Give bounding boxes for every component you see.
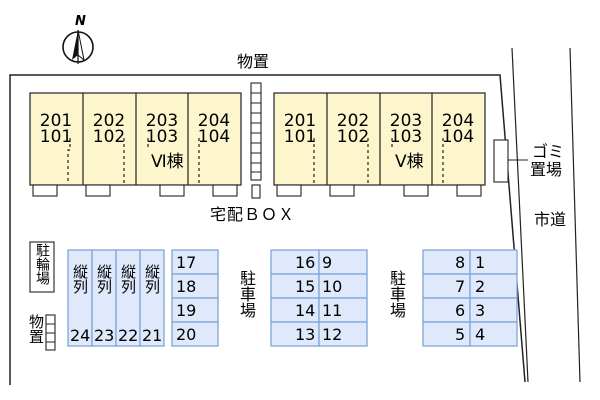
parking-lot-a [171, 249, 219, 347]
space-2: 2 [475, 277, 486, 296]
building-vi-name: Ⅵ棟 [150, 152, 185, 172]
vi-unit-102: 102 [92, 127, 126, 147]
trash-label-line2: 置場 [530, 160, 563, 179]
v-unit-101: 101 [283, 127, 317, 147]
storage-stack [250, 82, 262, 199]
space-14: 14 [295, 301, 316, 320]
vi-unit-202: 202 [92, 111, 126, 131]
space-7: 7 [455, 277, 466, 296]
vi-unit-203: 203 [145, 111, 179, 131]
space-3: 3 [475, 301, 486, 320]
compass-icon [62, 29, 94, 64]
bicycle-parking-label: 駐輪場 [34, 243, 50, 285]
parking-label-1: 駐車場 [237, 270, 256, 318]
space-11: 11 [322, 301, 343, 320]
vi-unit-204: 204 [197, 111, 231, 131]
tandem-parking [67, 249, 165, 347]
v-unit-203: 203 [389, 111, 423, 131]
space-21: 21 [142, 326, 163, 345]
space-6: 6 [455, 301, 466, 320]
road-label: 市道 [534, 210, 567, 229]
tandem-label-3: 縦列 [119, 264, 137, 294]
space-13: 13 [295, 325, 316, 344]
v-unit-202: 202 [336, 111, 370, 131]
space-9: 9 [322, 253, 333, 272]
space-24: 24 [70, 326, 91, 345]
space-19: 19 [176, 301, 197, 320]
tandem-label-2: 縦列 [95, 264, 113, 294]
space-17: 17 [176, 253, 197, 272]
space-12: 12 [322, 325, 343, 344]
v-unit-104: 104 [441, 127, 475, 147]
space-5: 5 [455, 325, 466, 344]
building-vi [29, 92, 242, 197]
vi-unit-104: 104 [197, 127, 231, 147]
trash-label-line1: ゴミ [532, 142, 565, 161]
v-unit-102: 102 [336, 127, 370, 147]
v-unit-201: 201 [283, 111, 317, 131]
parking-label-2: 駐車場 [387, 270, 406, 318]
tandem-label-4: 縦列 [143, 264, 161, 294]
v-unit-204: 204 [441, 111, 475, 131]
delivery-box-label: 宅配ＢＯＸ [210, 205, 296, 224]
parking-lot-c [422, 249, 518, 347]
vi-unit-201: 201 [39, 111, 73, 131]
space-15: 15 [295, 277, 316, 296]
building-v [273, 92, 486, 197]
site-boundary [9, 74, 526, 385]
tandem-label-1: 縦列 [71, 264, 89, 294]
storage-label: 物置 [237, 52, 270, 71]
space-20: 20 [176, 325, 197, 344]
space-22: 22 [118, 326, 139, 345]
space-18: 18 [176, 277, 197, 296]
vi-unit-101: 101 [39, 127, 73, 147]
road-edge-left [511, 47, 529, 383]
road-edge-right [569, 47, 581, 383]
building-v-name: Ⅴ棟 [394, 152, 425, 172]
north-label: N [75, 14, 86, 29]
parking-lot-b [270, 249, 368, 347]
bottom-storage-label: 物置 [27, 314, 45, 344]
bottom-storage [45, 314, 56, 351]
space-23: 23 [94, 326, 115, 345]
bicycle-parking-box [29, 241, 55, 293]
space-16: 16 [295, 253, 316, 272]
vi-unit-103: 103 [145, 127, 179, 147]
v-unit-103: 103 [389, 127, 423, 147]
space-4: 4 [475, 325, 486, 344]
space-1: 1 [475, 253, 486, 272]
space-10: 10 [322, 277, 343, 296]
space-8: 8 [455, 253, 466, 272]
trash-area [493, 139, 509, 183]
